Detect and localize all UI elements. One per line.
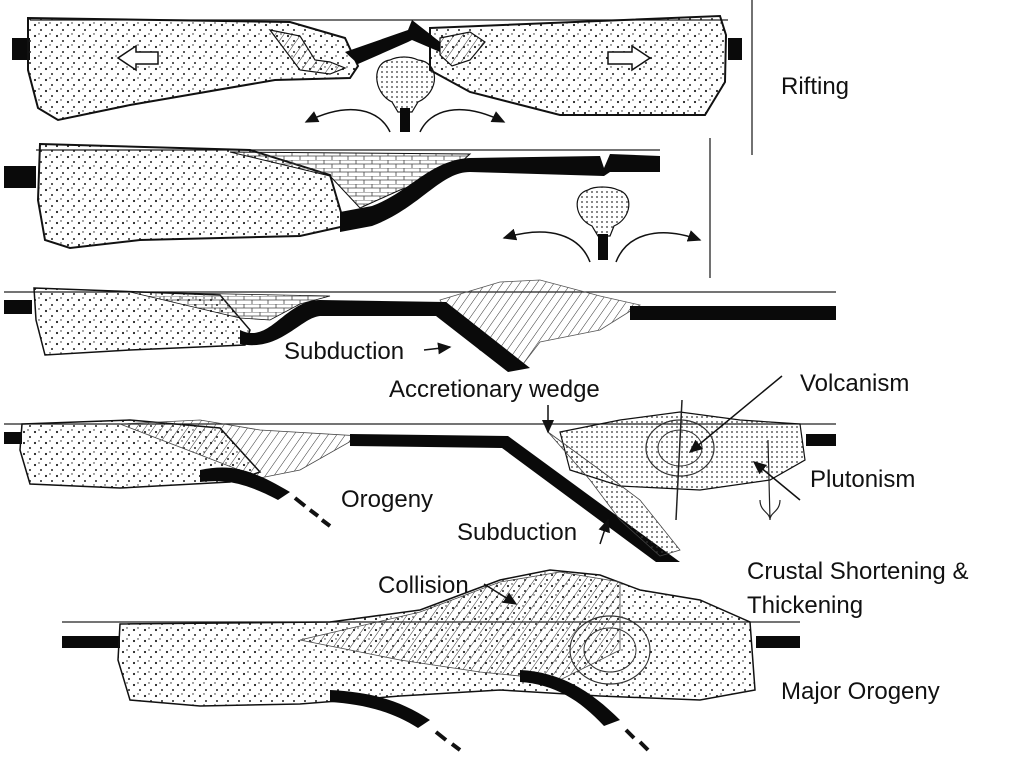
label-arrows xyxy=(423,342,801,605)
oceanic-plate xyxy=(340,154,660,232)
plutonism-pointer xyxy=(752,461,801,501)
magma-chamber xyxy=(576,186,630,237)
stage-major-orogeny xyxy=(62,569,800,752)
label-crustal-shortening: Crustal Shortening & Thickening xyxy=(747,558,969,619)
sediment-wedge xyxy=(547,431,681,557)
rift-crust xyxy=(345,20,440,64)
subducting-slab xyxy=(520,670,620,726)
pluton xyxy=(569,615,651,685)
label-subduction-2: Subduction xyxy=(457,519,578,546)
label-accretionary-wedge: Accretionary wedge xyxy=(389,376,600,403)
subducting-plate xyxy=(200,467,290,500)
stage-subduction xyxy=(4,279,836,372)
subduction-pointer xyxy=(423,342,452,355)
subducting-plate xyxy=(240,300,530,372)
label-rifting: Rifting xyxy=(781,73,850,100)
continental-block-left xyxy=(27,16,360,122)
volcanism-pointer xyxy=(688,375,783,453)
mantle-upwelling-arrow-icon xyxy=(502,228,702,263)
label-plutonism: Plutonism xyxy=(810,466,916,493)
label-volcanism: Volcanism xyxy=(800,370,910,397)
pluton xyxy=(645,419,715,477)
subducting-plate xyxy=(330,690,430,728)
fault-blocks-right xyxy=(439,31,486,67)
carbonate-platform xyxy=(229,151,472,209)
carbonate-platform xyxy=(129,291,331,321)
deformed-belt xyxy=(299,571,621,681)
magma-chamber xyxy=(376,56,435,113)
continental-block-right xyxy=(429,14,728,116)
stage-passive-margin xyxy=(4,142,702,263)
stage-orogeny xyxy=(4,399,836,562)
subducting-slab xyxy=(350,434,680,562)
mantle-upwelling-arrow-icon xyxy=(304,108,506,133)
left-arrow-icon xyxy=(116,44,159,72)
fault-blocks-left xyxy=(268,29,347,75)
label-subduction: Subduction xyxy=(284,338,405,365)
label-collision: Collision xyxy=(378,572,469,599)
label-orogeny: Orogeny xyxy=(341,486,434,513)
label-major-orogeny: Major Orogeny xyxy=(781,678,940,705)
collision-pointer xyxy=(483,583,518,605)
subduction-pointer xyxy=(598,518,610,545)
right-arrow-icon xyxy=(607,44,652,72)
stage-rifting xyxy=(12,14,742,133)
